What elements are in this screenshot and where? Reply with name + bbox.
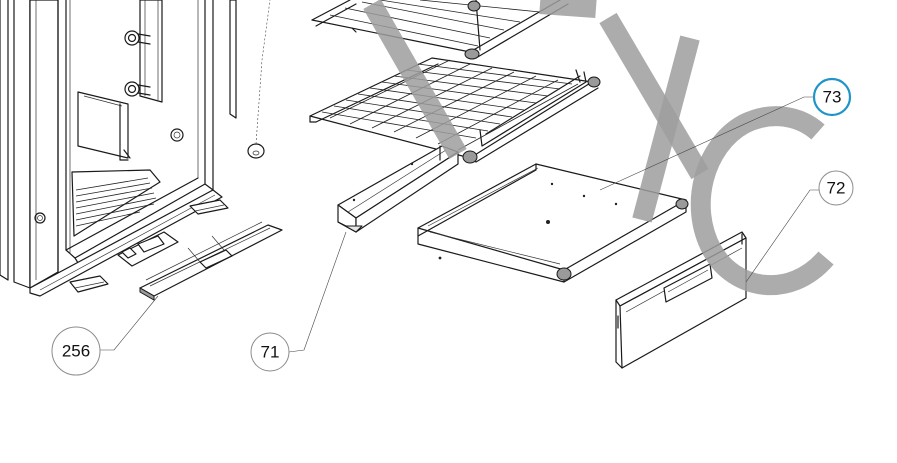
watermark (363, 0, 834, 296)
part-72-drawer-front (615, 231, 747, 369)
part-71-drawer-rail (337, 145, 459, 233)
lower-wire-shelf (309, 57, 601, 164)
callout-label-73: 73 (823, 88, 842, 107)
refrigerator-cabinet (0, 0, 237, 297)
callout-72[interactable]: 72 (818, 170, 854, 206)
leader-lines (100, 96, 820, 353)
callout-label-256: 256 (62, 342, 90, 361)
upper-wire-shelf (311, 0, 569, 60)
callout-71[interactable]: 71 (250, 332, 290, 372)
callout-73[interactable]: 73 (812, 77, 852, 117)
drain-plug-part (247, 0, 271, 159)
part-256-base-cover (117, 221, 283, 301)
part-73-drawer-tray (417, 163, 689, 283)
callout-256[interactable]: 256 (51, 326, 101, 376)
callout-label-71: 71 (261, 343, 280, 362)
callout-label-72: 72 (827, 179, 846, 198)
